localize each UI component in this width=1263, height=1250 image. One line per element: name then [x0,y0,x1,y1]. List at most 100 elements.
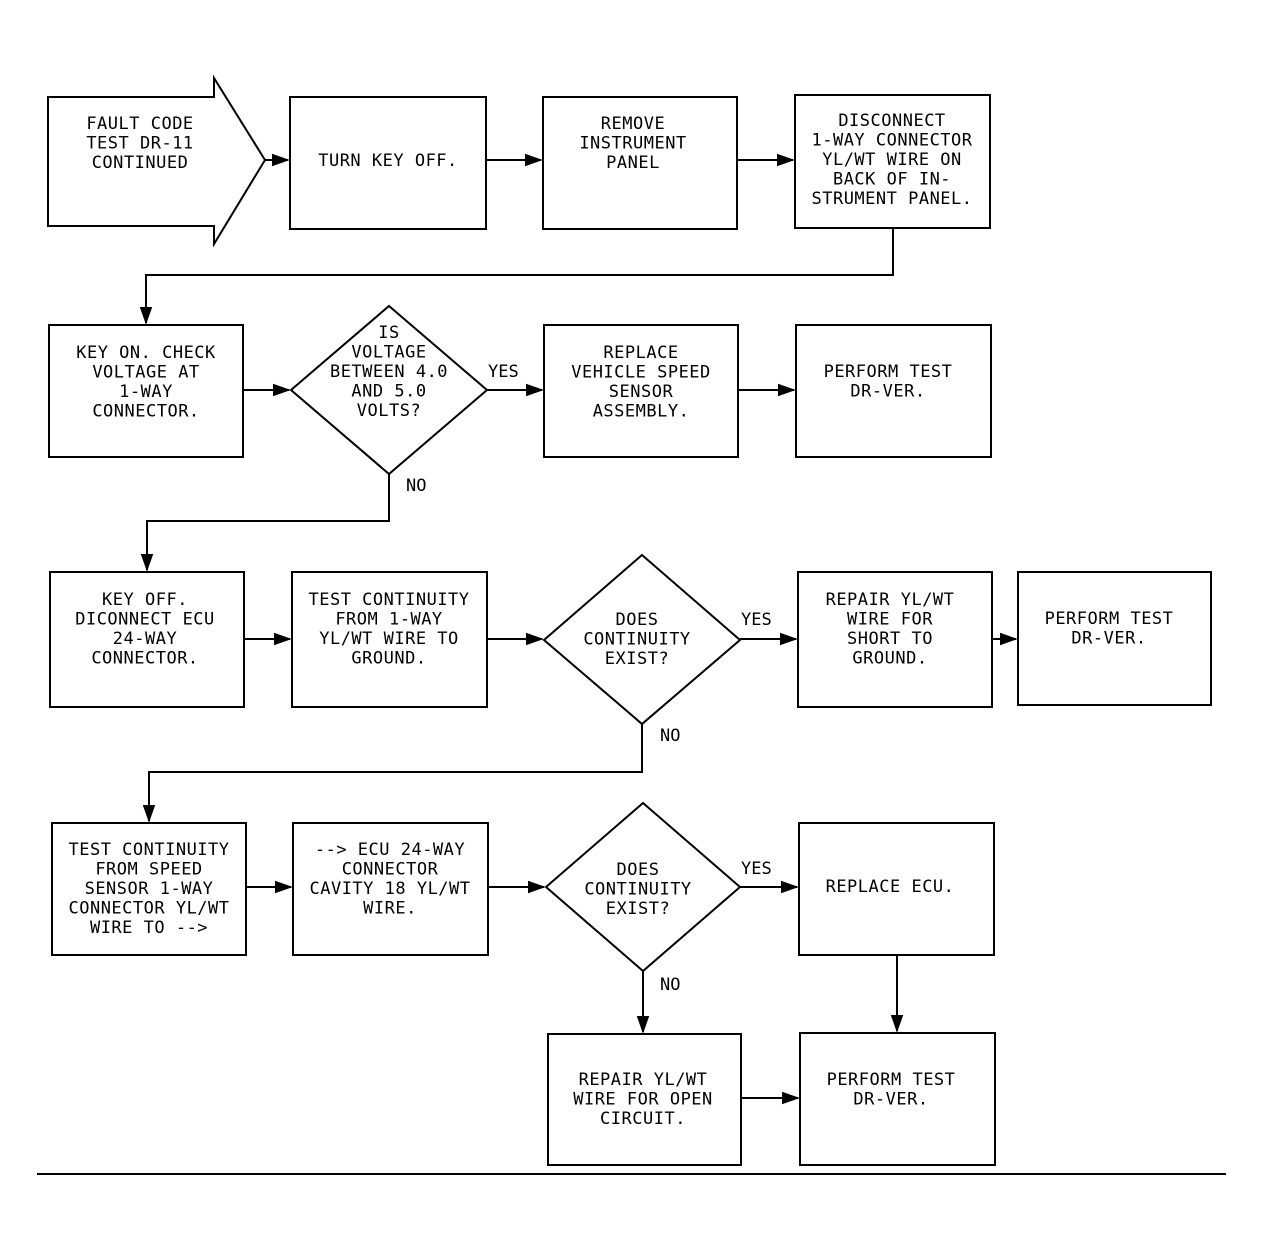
node-text-line: EXIST? [605,649,669,669]
node-text-line: GROUND. [351,649,426,669]
node-text-line: STRUMENT PANEL. [811,189,972,209]
repair-open-box [547,1033,742,1166]
node-text-line: FAULT CODE [86,114,193,134]
node-text-line: INSTRUMENT [579,134,686,154]
node-text-line: WIRE. [363,899,417,919]
node-text-line: PERFORM TEST [827,1070,956,1090]
node-text-line: REPLACE ECU. [826,877,955,897]
node-text-line: CONNECTOR YL/WT [68,899,229,919]
node-text-line: REPLACE [603,343,678,363]
key-off-disconnect-box [49,571,245,708]
node-text-line: DOES [617,860,660,880]
node-text-line: DISCONNECT [838,111,945,131]
node-text-line: VEHICLE SPEED [571,363,711,383]
node-text-line: TEST CONTINUITY [308,590,469,610]
start-arrow-shape [47,74,267,248]
node-replace-ecu-text: REPLACE ECU. [826,877,955,897]
label-voltage-yes: YES [488,362,519,382]
node-text-line: WIRE TO --> [90,918,208,938]
label-decision2-yes: YES [741,859,772,879]
perform-test-3-box [799,1032,996,1166]
label-decision1-no: NO [660,726,680,746]
node-text-line: CONTINUED [92,153,189,173]
node-text-line: KEY OFF. [102,590,188,610]
remove-panel-box [542,96,738,230]
node-text-line: TEST CONTINUITY [68,840,229,860]
node-text-line: DR-VER. [1071,629,1146,649]
node-text-line: PERFORM TEST [1045,609,1174,629]
node-text-line: TURN KEY OFF. [318,151,458,171]
node-text-line: ASSEMBLY. [593,402,690,422]
node-text-line: DR-VER. [850,382,925,402]
node-text-line: YL/WT WIRE ON [822,150,962,170]
label-voltage-no: NO [406,476,426,496]
label-decision1-yes: YES [741,610,772,630]
node-text-line: VOLTAGE [351,343,426,363]
node-text-line: AND 5.0 [351,382,426,402]
label-decision2-no: NO [660,975,680,995]
node-text-line: CONTINUITY [583,630,690,650]
node-text-line: IS [378,323,399,343]
node-text-line: BETWEEN 4.0 [330,362,448,382]
edge-disconnect-to-keyon [139,228,894,325]
node-text-line: DR-VER. [853,1090,928,1110]
node-text-line: TEST DR-11 [86,134,193,154]
node-text-line: 1-WAY CONNECTOR [811,131,972,151]
node-text-line: CAVITY 18 YL/WT [309,879,470,899]
perform-test-1-box [795,324,992,458]
node-text-line: REPAIR YL/WT [579,1070,708,1090]
node-text-line: 24-WAY [113,629,177,649]
disconnect-1way-box [794,94,991,229]
node-text-line: YL/WT WIRE TO [319,629,459,649]
node-text-line: KEY ON. CHECK [76,343,216,363]
test-continuity-sensor-box [51,822,247,956]
replace-vss-box [543,324,739,458]
node-text-line: CONNECTOR. [91,649,198,669]
node-text-line: DICONNECT ECU [75,610,215,630]
node-text-line: FROM 1-WAY [335,610,442,630]
node-text-line: SENSOR [609,382,674,402]
edge-voltage-no [140,474,390,572]
test-continuity-ground-box [291,571,488,708]
node-text-line: FROM SPEED [95,860,202,880]
node-text-line: DOES [616,610,659,630]
node-text-line: WIRE FOR [847,610,933,630]
node-text-line: CIRCUIT. [600,1109,686,1129]
node-text-line: GROUND. [852,649,927,669]
key-on-check-box [48,324,244,458]
node-text-line: CONNECTOR [342,860,439,880]
perform-test-2-box [1017,571,1212,706]
replace-ecu-box [798,822,995,956]
ecu-cavity-box [292,822,489,956]
node-text-line: REPAIR YL/WT [826,590,955,610]
node-text-line: WIRE FOR OPEN [573,1090,713,1110]
node-text-line: REMOVE [601,114,665,134]
node-text-line: PANEL [606,153,660,173]
turn-key-off-box [289,96,487,230]
node-text-line: VOLTAGE AT [92,363,199,383]
node-text-line: SENSOR 1-WAY [85,879,214,899]
node-text-line: --> ECU 24-WAY [315,840,465,860]
node-text-line: PERFORM TEST [824,362,953,382]
node-text-line: VOLTS? [357,401,421,421]
node-text-line: CONNECTOR. [92,402,199,422]
node-text-line: EXIST? [606,899,670,919]
